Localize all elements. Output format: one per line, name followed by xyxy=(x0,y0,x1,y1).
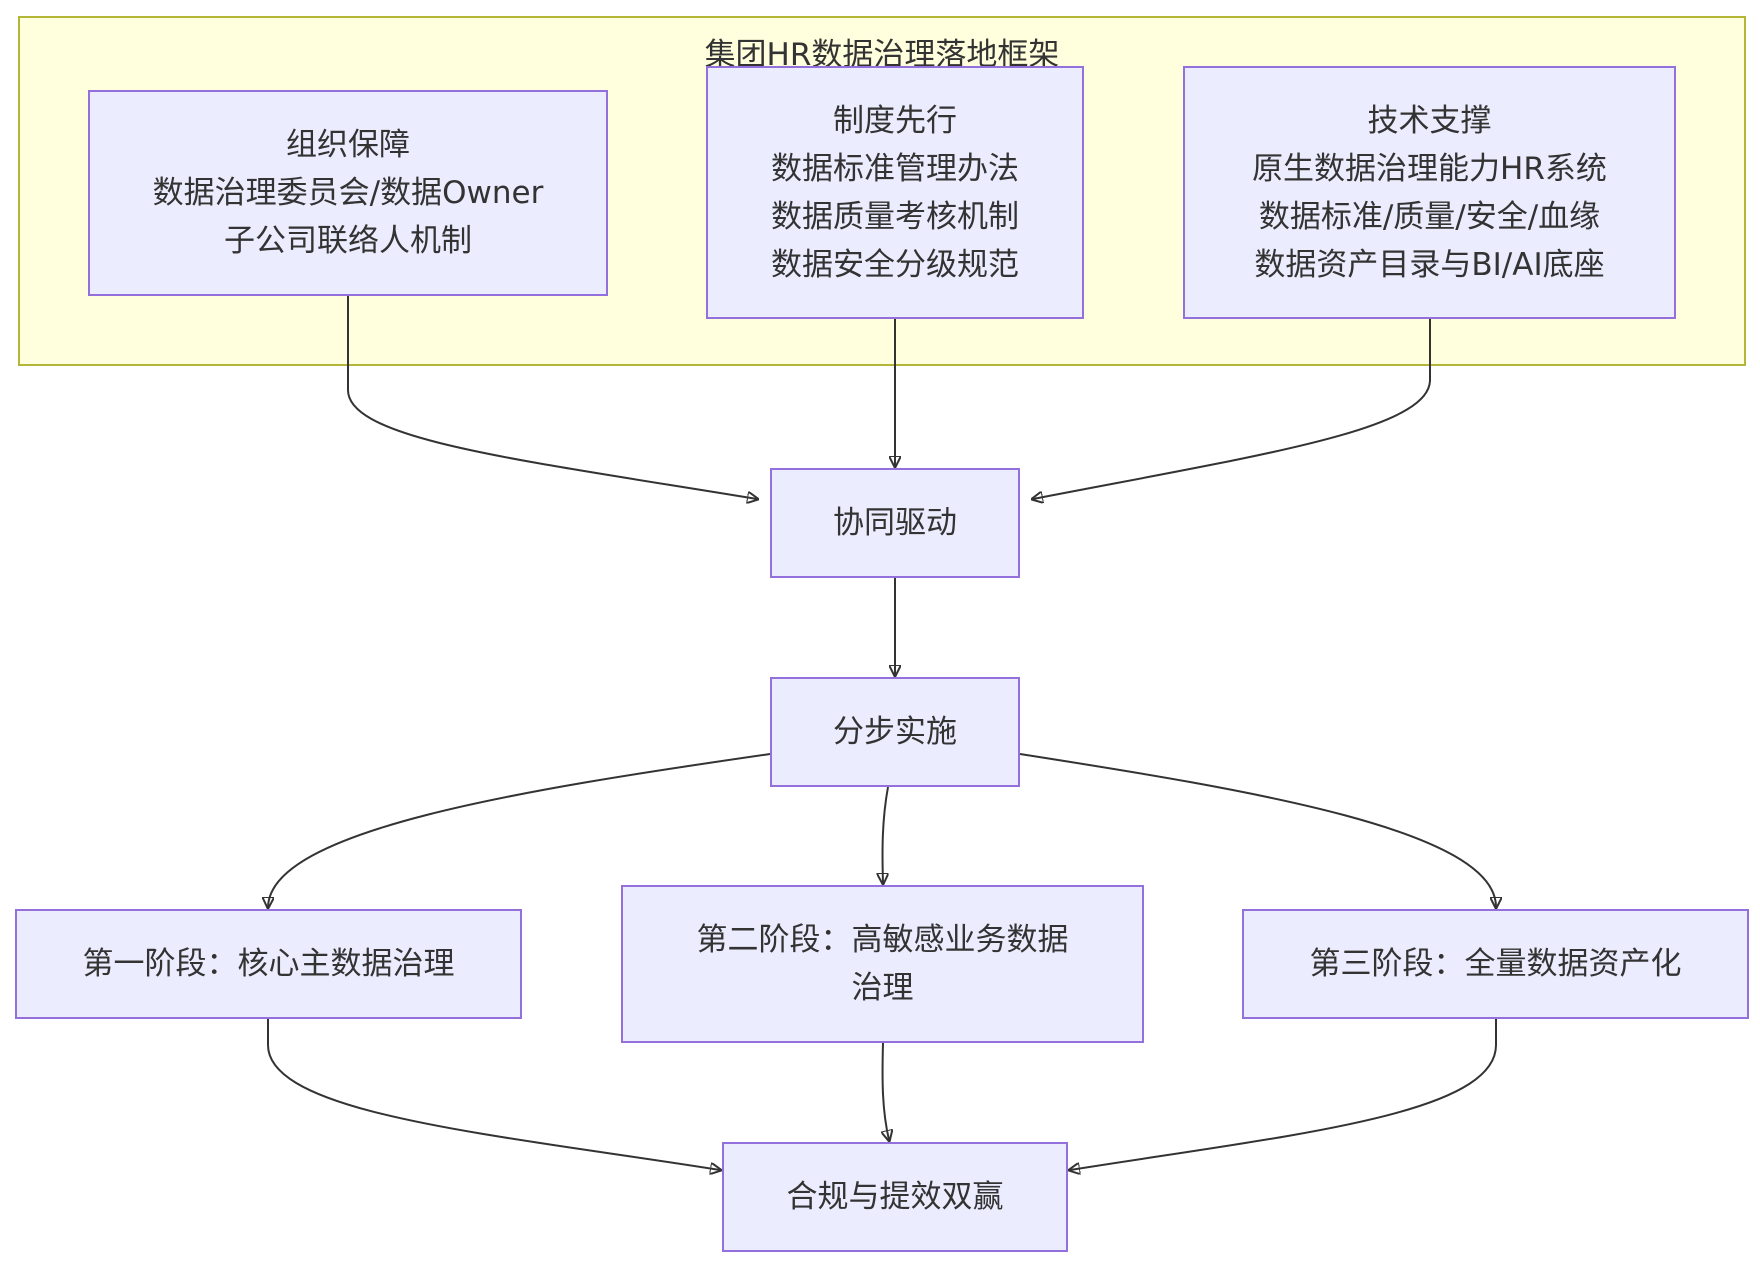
node-phase-2: 第二阶段：高敏感业务数据 治理 xyxy=(621,885,1144,1043)
node-org-line-2: 数据治理委员会/数据Owner xyxy=(152,175,544,211)
node-phase1-label: 第一阶段：核心主数据治理 xyxy=(82,946,455,982)
node-phase-3: 第三阶段：全量数据资产化 xyxy=(1242,909,1749,1019)
node-system-first: 制度先行 数据标准管理办法 数据质量考核机制 数据安全分级规范 xyxy=(706,66,1084,319)
node-compliance-efficiency: 合规与提效双赢 xyxy=(722,1142,1068,1252)
edge-step-to-phase2 xyxy=(883,786,888,883)
node-phase2-line-2: 治理 xyxy=(851,970,914,1006)
node-phase-1: 第一阶段：核心主数据治理 xyxy=(15,909,522,1019)
node-tech-line-1: 技术支撑 xyxy=(1367,102,1492,139)
node-phase2-line-1: 第二阶段：高敏感业务数据 xyxy=(696,922,1069,958)
node-sync-label: 协同驱动 xyxy=(833,505,957,541)
node-goal-label: 合规与提效双赢 xyxy=(786,1179,1004,1215)
node-system-line-4: 数据安全分级规范 xyxy=(771,246,1019,283)
edge-org-to-sync xyxy=(347,296,757,499)
node-org-line-3: 子公司联络人机制 xyxy=(224,223,472,259)
edge-step-to-phase1 xyxy=(268,753,771,907)
node-step-label: 分步实施 xyxy=(833,714,957,750)
edge-phase2-to-goal xyxy=(883,1042,889,1140)
node-system-line-2: 数据标准管理办法 xyxy=(771,150,1019,187)
node-tech-line-4: 数据资产目录与BI/AI底座 xyxy=(1254,246,1605,283)
edge-phase1-to-goal xyxy=(267,1019,720,1170)
node-tech-support: 技术支撑 原生数据治理能力HR系统 数据标准/质量/安全/血缘 数据资产目录与B… xyxy=(1183,66,1676,319)
node-system-line-3: 数据质量考核机制 xyxy=(771,198,1019,235)
node-phase3-label: 第三阶段：全量数据资产化 xyxy=(1309,946,1682,982)
node-org-line-1: 组织保障 xyxy=(286,127,410,163)
node-tech-line-3: 数据标准/质量/安全/血缘 xyxy=(1258,198,1601,235)
edge-phase3-to-goal xyxy=(1070,1019,1497,1170)
edge-step-to-phase3 xyxy=(1019,753,1496,907)
node-tech-line-2: 原生数据治理能力HR系统 xyxy=(1252,150,1607,187)
node-collaborative-drive: 协同驱动 xyxy=(770,468,1020,578)
node-stepwise-implementation: 分步实施 xyxy=(770,677,1020,787)
node-system-line-1: 制度先行 xyxy=(833,102,957,139)
node-org-guarantee: 组织保障 数据治理委员会/数据Owner 子公司联络人机制 xyxy=(88,90,608,296)
edge-tech-to-sync xyxy=(1033,319,1431,499)
